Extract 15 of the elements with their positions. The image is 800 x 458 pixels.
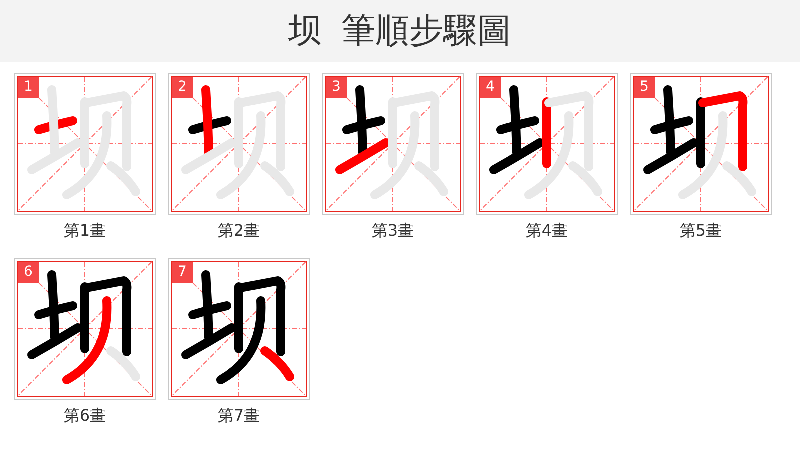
stroke-caption: 第1畫 — [64, 221, 106, 241]
step-number: 6 — [18, 262, 39, 283]
step-number: 1 — [18, 77, 39, 98]
stroke-caption: 第4畫 — [526, 221, 568, 241]
step-number: 3 — [326, 77, 347, 98]
page-title: 坝 筆順步驟圖 — [288, 10, 512, 53]
stroke-caption: 第6畫 — [64, 406, 106, 426]
stroke-caption: 第5畫 — [680, 221, 722, 241]
step-number: 5 — [634, 77, 655, 98]
step-number: 2 — [172, 77, 193, 98]
stroke-caption: 第2畫 — [218, 221, 260, 241]
stroke-caption: 第3畫 — [372, 221, 414, 241]
step-number: 4 — [480, 77, 501, 98]
step-number: 7 — [172, 262, 193, 283]
stroke-caption: 第7畫 — [218, 406, 260, 426]
